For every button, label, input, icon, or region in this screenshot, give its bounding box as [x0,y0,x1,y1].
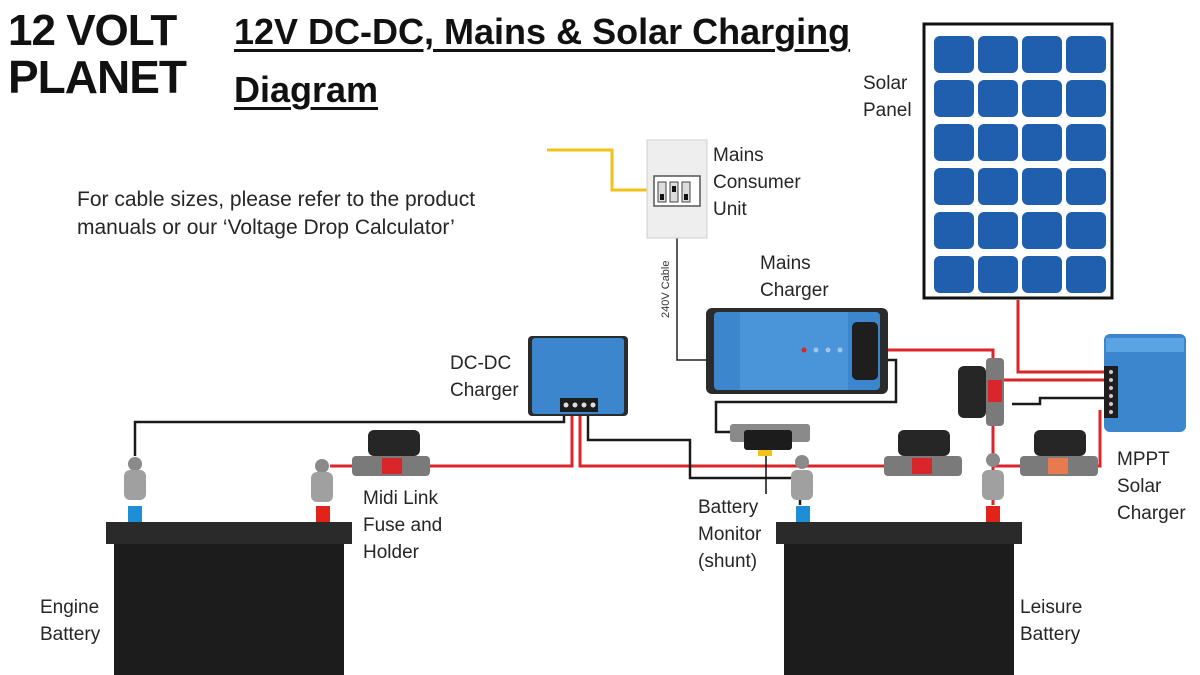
solar-cell [1066,80,1106,117]
logo-line-1: 12 VOLT [8,6,177,55]
label-240v-cable: 240V Cable [660,260,672,319]
label-battery-monitor: Battery Monitor (shunt) [698,497,762,572]
midi-fuse-holder-busbar [958,358,1004,426]
mains-negative-wire [714,358,898,434]
engine-positive-clamp [311,459,333,502]
label-dcdc-charger: DC-DC Charger [450,353,519,401]
solar-cell [1022,36,1062,73]
mppt-charger [1104,334,1186,432]
mains-charger [706,308,888,394]
label-solar-panel: Solar Panel [863,73,912,121]
engine-negative-wire [133,410,566,456]
label-mains-consumer-unit: Mains Consumer Unit [713,145,801,220]
solar-panel [922,22,1114,300]
solar-cell [978,212,1018,249]
solar-cell [934,212,974,249]
dcdc-charger [528,336,628,416]
leisure-battery [776,506,1022,675]
solar-cell [1066,124,1106,161]
solar-cell [934,256,974,293]
mppt-negative-wire [1012,396,1106,406]
solar-cell [1066,256,1106,293]
label-mppt-charger: MPPT Solar Charger [1117,449,1186,524]
dcdc-negative-wire [586,410,800,480]
battery-monitor-shunt [730,424,810,456]
engine-negative-clamp [124,457,146,500]
mains-consumer-unit [646,139,708,239]
solar-cell [934,124,974,161]
solar-cell [978,80,1018,117]
logo-line-2: PLANET [8,51,187,103]
solar-cell [934,168,974,205]
label-engine-battery: Engine Battery [40,597,101,645]
midi-fuse-holder-leisure [884,430,962,476]
solar-cell [1022,80,1062,117]
mains-positive-wire [880,348,995,360]
midi-fuse-holder-engine [352,430,430,476]
solar-cell [1022,168,1062,205]
cable-240v-wire [676,202,712,361]
solar-cell [978,168,1018,205]
solar-cell [1066,36,1106,73]
midi-fuse-holder-mppt [1020,430,1098,476]
diagram-title-line-1: 12V DC-DC, Mains & Solar Charging [234,11,851,52]
leisure-negative-clamp [791,455,813,500]
engine-battery [106,506,352,675]
brand-logo: 12 VOLT PLANET [8,8,208,108]
solar-cell [1022,256,1062,293]
solar-cell [934,80,974,117]
cable-size-note: For cable sizes, please refer to the pro… [77,188,476,239]
solar-positive-wire [1016,300,1106,374]
solar-cell [978,256,1018,293]
solar-cell [1066,212,1106,249]
mains-supply-wire [547,148,650,192]
solar-cell [1022,212,1062,249]
diagram-title-line-2: Diagram [234,69,379,110]
solar-cell [1066,168,1106,205]
solar-cell [978,124,1018,161]
label-mains-charger: Mains Charger [760,253,829,301]
solar-cell [934,36,974,73]
solar-cell [1022,124,1062,161]
label-leisure-battery: Leisure Battery [1020,597,1083,645]
label-midi-link-fuse: Midi Link Fuse and Holder [363,488,443,563]
solar-cell [978,36,1018,73]
engine-positive-wire-b [578,410,890,468]
leisure-positive-clamp [982,453,1004,500]
